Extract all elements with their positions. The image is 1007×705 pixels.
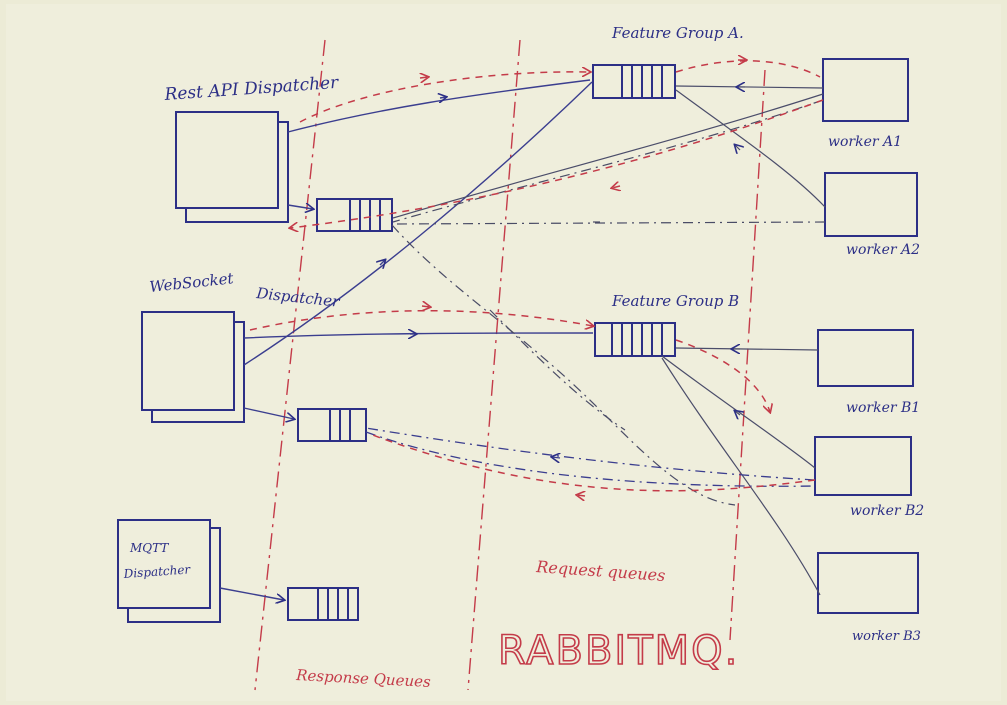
worker-b1-box [817,329,914,387]
worker-b3-box [817,552,919,614]
worker-consume-lines [661,86,826,596]
message-path-arrows [249,60,824,496]
mqtt-dispatcher-label-line2: Dispatcher [122,562,192,581]
rest-api-dispatcher-box [175,111,289,223]
request-flow-lines [219,79,594,600]
mqtt-dispatcher-box [117,519,221,623]
worker-a1-label: worker A1 [828,134,902,150]
feature-group-a-label: Feature Group A. [611,24,744,42]
rest-response-queue [316,198,393,232]
websocket-response-queue [297,408,367,442]
worker-a2-box [824,172,918,237]
worker-b2-box [814,436,912,496]
feature-group-b-label: Feature Group B [611,292,739,310]
mqtt-dispatcher-label-line1: MQTT [129,541,169,555]
websocket-dispatcher-box [141,311,245,423]
worker-b2-label: worker B2 [850,503,924,519]
mqtt-response-queue [287,587,359,621]
rabbitmq-boundary-lines [254,39,766,691]
worker-b1-label: worker B1 [846,400,920,416]
worker-b3-label: worker B3 [852,629,921,644]
rabbitmq-label: RABBITMQ. [498,628,739,674]
feature-group-a-queue [592,64,676,99]
worker-a1-box [822,58,909,122]
worker-a2-label: worker A2 [846,242,920,258]
feature-group-b-queue [594,322,676,357]
